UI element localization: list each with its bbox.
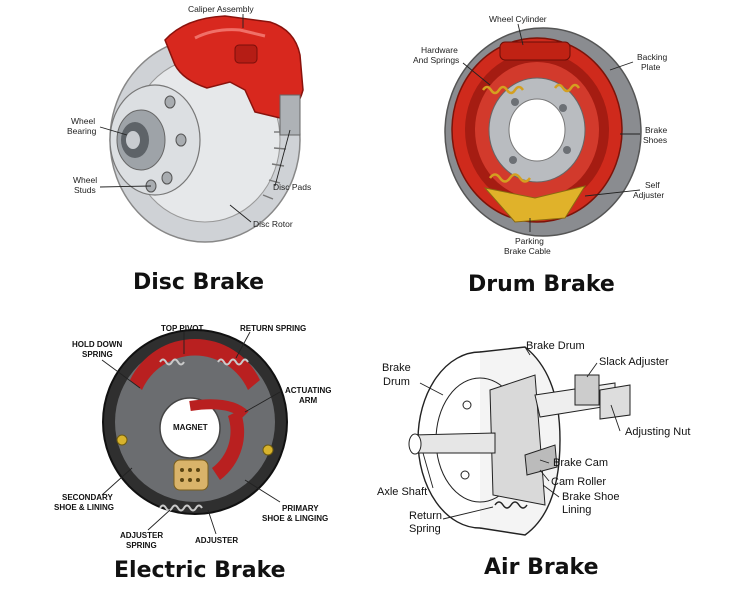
label-slack-adjuster: Slack Adjuster: [599, 356, 669, 368]
label-hold-down-1: HOLD DOWN: [72, 340, 122, 349]
label-actuating-arm-1: ACTUATING: [285, 386, 332, 395]
drum-brake-panel: Wheel Cylinder Hardware And Springs Back…: [405, 0, 705, 260]
label-wheel-studs-1: Wheel: [73, 175, 97, 185]
label-self-adjuster-1: Self: [645, 180, 660, 190]
magnet-shape: [159, 397, 221, 459]
wheel-cylinder-shape: [499, 41, 571, 61]
label-caliper-assembly: Caliper Assembly: [188, 4, 254, 14]
air-brake-title: Air Brake: [484, 555, 599, 580]
label-disc-rotor: Disc Rotor: [253, 219, 293, 229]
label-hardware-2: And Springs: [413, 55, 459, 65]
label-primary-shoe-1: PRIMARY: [282, 504, 319, 513]
label-hardware-1: Hardware: [421, 45, 458, 55]
electric-brake-illustration: TOP PIVOT RETURN SPRING HOLD DOWN SPRING…: [54, 324, 332, 550]
label-wheel-studs-2: Studs: [74, 185, 96, 195]
disc-pad-shape: [279, 94, 301, 136]
label-adjuster-spring-2: SPRING: [126, 541, 157, 550]
label-wheel-cylinder: Wheel Cylinder: [489, 14, 547, 24]
label-brake-cam: Brake Cam: [553, 457, 608, 469]
disc-brake-title: Disc Brake: [133, 270, 265, 295]
label-parking-brake-2: Brake Cable: [504, 246, 551, 256]
primary-shoe-shape: [130, 338, 260, 390]
air-brake-illustration: Brake Drum Brake Drum Slack Adjuster Adj…: [377, 340, 690, 536]
disc-brake-panel: Caliper Assembly Wheel Bearing Wheel Stu…: [55, 0, 355, 250]
wheel-studs-shape: [145, 95, 187, 193]
label-top-pivot: TOP PIVOT: [161, 324, 203, 333]
actuating-arm-shape: [189, 399, 249, 419]
self-adjuster-shape: [483, 185, 587, 223]
label-adjuster: ADJUSTER: [195, 536, 238, 545]
label-adjusting-nut: Adjusting Nut: [625, 426, 690, 438]
axle-shaft-shape: [412, 432, 496, 454]
label-primary-shoe-2: SHOE & LINGING: [262, 514, 328, 523]
label-actuating-arm-2: ARM: [299, 396, 318, 405]
disc-brake-illustration: Caliper Assembly Wheel Bearing Wheel Stu…: [67, 4, 311, 243]
adjuster-spring-shape: [159, 504, 203, 512]
drum-brake-illustration: Wheel Cylinder Hardware And Springs Back…: [413, 14, 668, 256]
label-brake-drum-left-2: Drum: [383, 376, 410, 388]
caliper-assembly-shape: [164, 15, 304, 119]
label-parking-brake-1: Parking: [515, 236, 544, 246]
label-magnet: MAGNET: [173, 423, 208, 432]
label-adjuster-spring-1: ADJUSTER: [120, 531, 163, 540]
label-backing-plate-1: Backing: [637, 52, 668, 62]
label-shoe-lining-2: Lining: [562, 504, 591, 516]
label-brake-drum-top: Brake Drum: [526, 340, 585, 352]
label-secondary-shoe-2: SHOE & LINING: [54, 503, 114, 512]
drum-brake-title: Drum Brake: [468, 272, 615, 297]
label-secondary-shoe-1: SECONDARY: [62, 493, 113, 502]
adjuster-block-shape: [173, 459, 209, 491]
electric-brake-title: Electric Brake: [114, 558, 286, 583]
slack-adjuster-shape: [574, 374, 600, 406]
label-axle-shaft: Axle Shaft: [377, 486, 427, 498]
label-return-spring-1: Return: [409, 510, 442, 522]
label-backing-plate-2: Plate: [641, 62, 661, 72]
return-spring-shape: [494, 501, 528, 509]
return-spring-shape: [217, 358, 249, 366]
label-hold-down-2: SPRING: [82, 350, 113, 359]
label-brake-shoes-1: Brake: [645, 125, 667, 135]
return-springs-shape: [481, 85, 525, 95]
air-brake-panel: Brake Drum Brake Drum Slack Adjuster Adj…: [375, 335, 720, 545]
label-return-spring: RETURN SPRING: [240, 324, 306, 333]
label-wheel-bearing-2: Bearing: [67, 126, 97, 136]
label-brake-drum-left-1: Brake: [382, 362, 411, 374]
label-brake-shoes-2: Shoes: [643, 135, 667, 145]
label-shoe-lining-1: Brake Shoe: [562, 491, 619, 503]
label-disc-pads: Disc Pads: [273, 182, 311, 192]
label-cam-roller: Cam Roller: [551, 476, 606, 488]
label-self-adjuster-2: Adjuster: [633, 190, 664, 200]
label-return-spring-2: Spring: [409, 523, 441, 535]
electric-brake-panel: TOP PIVOT RETURN SPRING HOLD DOWN SPRING…: [40, 320, 340, 555]
label-wheel-bearing-1: Wheel: [71, 116, 95, 126]
